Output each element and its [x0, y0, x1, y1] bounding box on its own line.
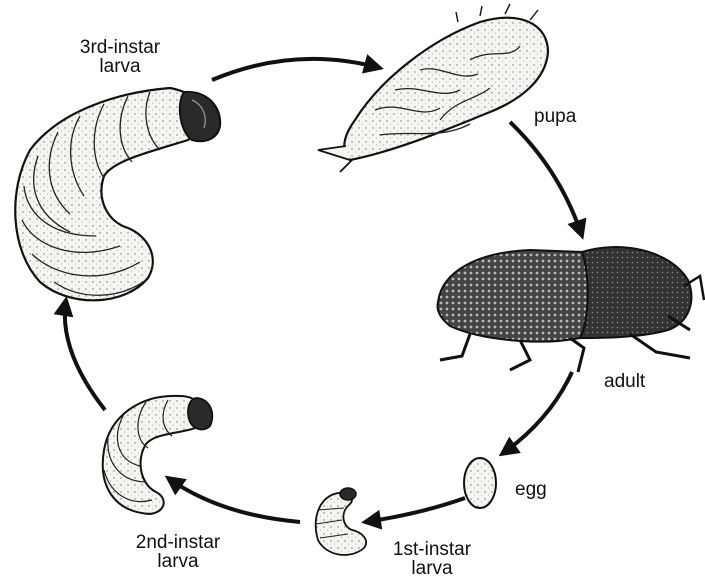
first-instar-larva-drawing — [316, 488, 366, 555]
arrow-l1-to-l2 — [168, 478, 300, 522]
label-pupa: pupa — [534, 107, 594, 126]
adult-beetle-drawing — [438, 247, 705, 372]
pupa-drawing — [318, 4, 548, 172]
label-first-instar-larva: 1st-instar larva — [372, 540, 492, 578]
third-instar-larva-drawing — [15, 88, 220, 300]
arrow-pupa-to-adult — [510, 122, 582, 236]
arrow-l2-to-l3 — [65, 300, 105, 410]
label-third-instar-larva: 3rd-instar larva — [60, 38, 180, 76]
arrow-egg-to-l1 — [365, 498, 465, 522]
arrow-l3-to-pupa — [212, 59, 380, 80]
label-egg: egg — [515, 480, 565, 499]
egg-drawing — [464, 458, 496, 508]
label-adult: adult — [604, 372, 674, 391]
arrow-adult-to-egg — [502, 372, 572, 454]
label-second-instar-larva: 2nd-instar larva — [118, 533, 238, 571]
